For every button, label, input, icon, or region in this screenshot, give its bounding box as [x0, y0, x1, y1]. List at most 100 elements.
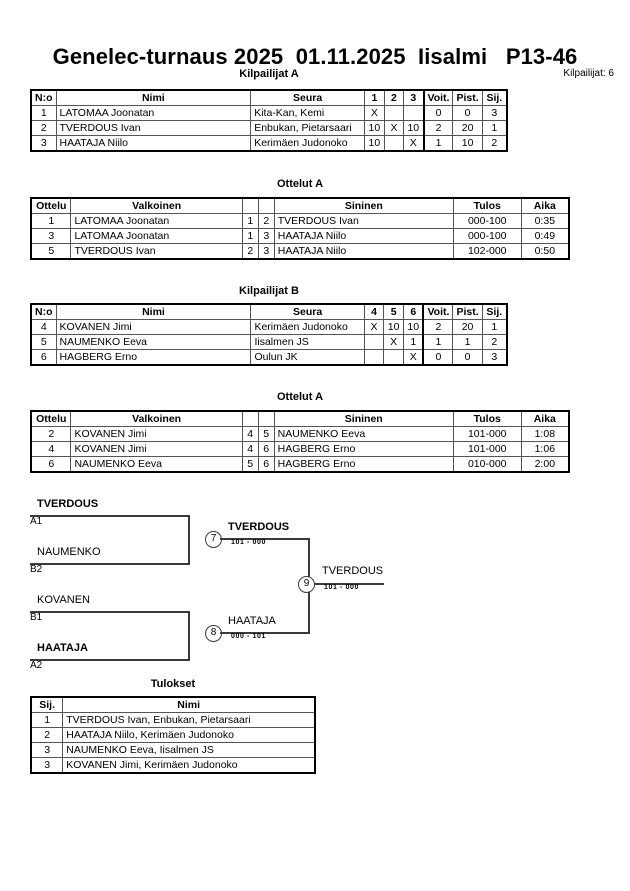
- cell-name: NAUMENKO Eeva: [55, 334, 252, 350]
- cell-wins: 1: [422, 334, 454, 350]
- column-header-0: N:o: [30, 303, 57, 320]
- column-header-8: Sij.: [481, 303, 508, 320]
- cell-number: 1: [30, 105, 57, 121]
- cell-blue-number: 6: [257, 456, 275, 473]
- cell-rank: 2: [481, 334, 508, 350]
- cell-wins: 0: [422, 105, 454, 121]
- elimination-bracket: TVERDOUS A1 NAUMENKO B2 7 TVERDOUS 101 -…: [0, 495, 630, 675]
- cell-white-competitor: KOVANEN Jimi: [70, 426, 243, 442]
- cell-club: Oulun JK: [250, 349, 365, 366]
- cell-club: Enbukan, Pietarsaari: [250, 120, 365, 136]
- bracket-entrant-seed-2: B2: [30, 564, 43, 575]
- column-header-4: Sininen: [273, 410, 454, 427]
- bracket-winner-final: TVERDOUS: [322, 565, 384, 577]
- bracket-entrant-seed-1: A1: [30, 516, 43, 527]
- cell-blue-competitor: HAGBERG Erno: [273, 456, 454, 473]
- column-header-2: Seura: [250, 303, 365, 320]
- column-header-5: 3: [403, 89, 424, 106]
- column-header-0: Sij.: [30, 696, 64, 713]
- column-header-7: Pist.: [452, 303, 483, 320]
- cell-number: 6: [30, 349, 57, 366]
- cell-rank: 1: [481, 319, 508, 335]
- caption-results: Tulokset: [150, 678, 196, 690]
- bracket-line: [188, 611, 190, 661]
- cell-match-3: 1: [403, 334, 424, 350]
- bracket-entrant-name-4: HAATAJA: [37, 642, 88, 654]
- cell-wins: 1: [422, 135, 454, 152]
- cell-name: TVERDOUS Ivan: [55, 120, 252, 136]
- column-header-1: Valkoinen: [70, 410, 243, 427]
- cell-points: 0: [452, 349, 483, 366]
- cell-rank: 3: [30, 757, 64, 774]
- cell-club: Kerimäen Judonoko: [250, 319, 365, 335]
- cell-name: KOVANEN Jimi, Kerimäen Judonoko: [62, 757, 316, 774]
- cell-white-number: 4: [241, 426, 259, 442]
- cell-points: 1: [452, 334, 483, 350]
- cell-match-2: [383, 135, 405, 152]
- cell-white-competitor: KOVANEN Jimi: [70, 441, 243, 457]
- cell-blue-competitor: HAGBERG Erno: [273, 441, 454, 457]
- cell-match-3: X: [403, 349, 424, 366]
- cell-club: Kerimäen Judonoko: [250, 135, 365, 152]
- column-header-3: [257, 197, 275, 214]
- column-header-8: Sij.: [481, 89, 508, 106]
- cell-blue-number: 2: [257, 213, 275, 229]
- cell-wins: 2: [422, 319, 454, 335]
- cell-match-1: 10: [363, 135, 385, 152]
- column-header-0: N:o: [30, 89, 57, 106]
- cell-time: 1:06: [520, 441, 570, 457]
- cell-match-3: X: [403, 135, 424, 152]
- cell-blue-competitor: HAATAJA Niilo: [273, 228, 454, 244]
- column-header-6: Aika: [520, 197, 570, 214]
- column-header-0: Ottelu: [30, 410, 72, 427]
- bracket-line: [220, 632, 310, 634]
- cell-blue-number: 5: [257, 426, 275, 442]
- cell-white-number: 4: [241, 441, 259, 457]
- cell-white-competitor: LATOMAA Joonatan: [70, 213, 243, 229]
- column-header-4: 2: [383, 89, 405, 106]
- column-header-1: Nimi: [55, 303, 252, 320]
- cell-match-number: 6: [30, 456, 72, 473]
- cell-number: 4: [30, 319, 57, 335]
- bracket-entrant-name-2: NAUMENKO: [37, 546, 101, 558]
- cell-match-number: 1: [30, 213, 72, 229]
- column-header-5: Tulos: [452, 197, 522, 214]
- bracket-line: [30, 659, 190, 661]
- column-header-7: Pist.: [452, 89, 483, 106]
- bracket-line: [314, 583, 384, 585]
- cell-time: 1:08: [520, 426, 570, 442]
- cell-number: 2: [30, 120, 57, 136]
- cell-time: 0:50: [520, 243, 570, 260]
- cell-match-1: X: [363, 105, 385, 121]
- cell-points: 0: [452, 105, 483, 121]
- page-title: Genelec-turnaus 2025 01.11.2025 Iisalmi …: [52, 44, 578, 69]
- cell-rank: 2: [481, 135, 508, 152]
- column-header-3: [257, 410, 275, 427]
- column-header-6: Voit.: [422, 89, 454, 106]
- column-header-4: Sininen: [273, 197, 454, 214]
- cell-result: 010-000: [452, 456, 522, 473]
- cell-name: NAUMENKO Eeva, Iisalmen JS: [62, 742, 316, 758]
- column-header-5: Tulos: [452, 410, 522, 427]
- column-header-6: Aika: [520, 410, 570, 427]
- column-header-3: 1: [363, 89, 385, 106]
- caption-pool-a: Kilpailijat A: [239, 68, 299, 80]
- column-header-6: Voit.: [422, 303, 454, 320]
